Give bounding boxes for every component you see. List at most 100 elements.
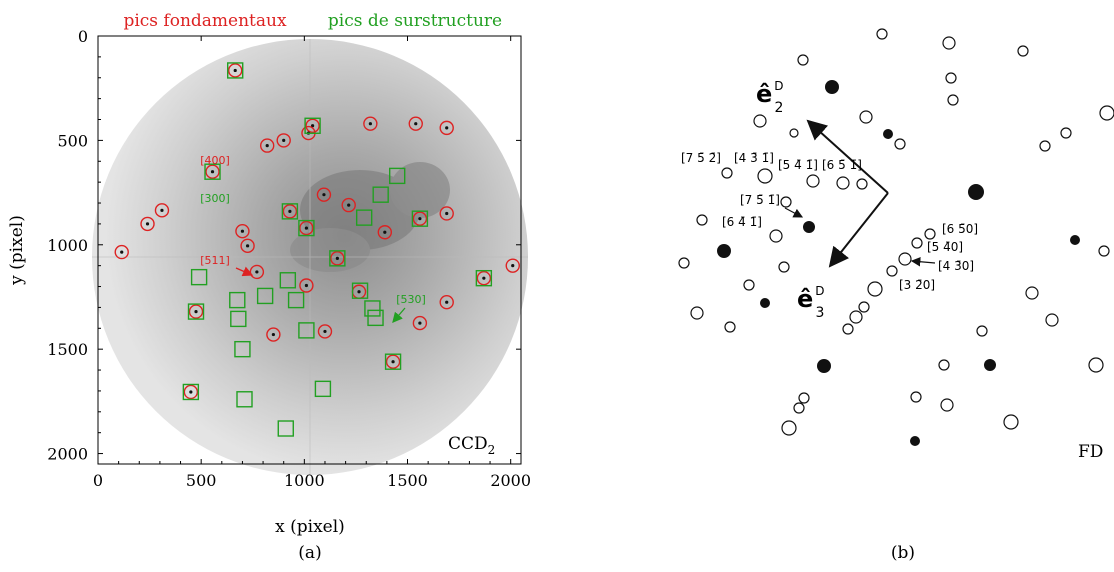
superstructure-peak-marker xyxy=(227,62,244,79)
fundamental-peak-marker xyxy=(316,187,332,202)
lattice-point-open xyxy=(793,402,805,414)
superstructure-peak-marker xyxy=(355,209,373,226)
superstructure-peak-marker xyxy=(204,163,221,180)
lattice-point-open xyxy=(938,359,950,371)
lattice-point-open xyxy=(757,168,773,184)
fundamental-peak-marker xyxy=(412,315,428,331)
fundamental-peak-marker xyxy=(377,225,393,240)
lattice-point-filled xyxy=(1070,235,1080,245)
lattice-point-open xyxy=(940,398,954,412)
lattice-point-open xyxy=(947,94,959,106)
lattice-point-open xyxy=(836,176,850,190)
bragg-spot xyxy=(304,226,309,230)
lattice-point-open xyxy=(1039,140,1051,152)
vector-e3-arrow xyxy=(828,192,889,268)
fundamental-peak-marker xyxy=(188,304,204,319)
plot-frame xyxy=(97,35,522,465)
lattice-point-open xyxy=(858,301,870,313)
lattice-point-open xyxy=(721,167,733,179)
lattice-point-filled xyxy=(968,184,984,200)
detector-image xyxy=(92,39,528,475)
bragg-spot xyxy=(240,229,245,233)
x-tick-label: 1500 xyxy=(387,471,428,490)
y-tick-label: 1000 xyxy=(47,236,88,255)
superstructure-peak-marker xyxy=(351,282,369,299)
lattice-point-open xyxy=(1045,313,1059,327)
miller-label: [6 5̄ 1̄] xyxy=(822,158,862,172)
bragg-spot xyxy=(323,329,327,334)
lattice-point-filled xyxy=(817,359,831,373)
fundamental-peak-marker xyxy=(282,204,298,219)
fundamental-peak-marker xyxy=(140,216,155,232)
lattice-point-open xyxy=(789,128,799,138)
lattice-point-filled xyxy=(984,359,996,371)
bragg-spot xyxy=(233,68,237,73)
superstructure-peak-marker xyxy=(229,291,246,309)
superstructure-peak-marker xyxy=(279,272,297,289)
bragg-spot xyxy=(271,332,275,337)
lattice-point-open xyxy=(690,306,704,320)
miller-label: [6 5̄0] xyxy=(942,222,978,236)
fundamental-peak-marker xyxy=(260,138,275,153)
lattice-point-open xyxy=(911,237,923,249)
fundamental-peak-marker xyxy=(228,63,243,78)
bragg-spot xyxy=(245,244,250,248)
x-tick-label: 1000 xyxy=(284,471,325,490)
superstructure-peak-marker xyxy=(287,291,305,309)
superstructure-peak-marker xyxy=(411,210,429,227)
x-tick-label: 2000 xyxy=(490,471,531,490)
bragg-spot xyxy=(383,230,387,234)
annotation-530: [530] xyxy=(396,293,426,306)
bragg-spot xyxy=(189,390,193,394)
bragg-spot xyxy=(445,211,449,216)
fundamental-peak-marker xyxy=(154,203,170,218)
bragg-spot xyxy=(145,222,150,226)
x-axis-label: x (pixel) xyxy=(275,517,345,537)
superstructure-peak-marker xyxy=(372,186,389,203)
bragg-spot xyxy=(445,300,449,304)
lattice-point-open xyxy=(1060,127,1072,139)
lattice-point-open xyxy=(859,110,873,124)
bragg-spot xyxy=(288,209,292,213)
lattice-point-open xyxy=(876,28,888,40)
fundamental-peak-marker xyxy=(385,354,401,369)
superstructure-peak-marker xyxy=(256,287,274,305)
superstructure-peak-marker xyxy=(475,269,493,287)
bragg-spot xyxy=(391,360,395,364)
miller-label: [5 4̄0] xyxy=(927,240,963,254)
lattice-point-open xyxy=(743,279,755,291)
lattice-point-open xyxy=(1088,357,1104,373)
fundamental-peak-marker xyxy=(299,278,314,293)
annotation-400: [400] xyxy=(200,154,230,167)
lattice-point-open xyxy=(1099,105,1114,121)
superstructure-peak-marker xyxy=(298,219,315,237)
lattice-point-open xyxy=(769,229,783,243)
superstructure-peak-marker xyxy=(329,250,346,267)
lattice-point-open xyxy=(678,257,690,269)
bragg-spot xyxy=(322,193,326,197)
fundamental-peak-marker xyxy=(114,244,129,260)
bragg-spot xyxy=(210,170,215,174)
fundamental-peak-marker xyxy=(299,220,314,236)
detector-label: CCD2 xyxy=(448,434,495,457)
lattice-point-open xyxy=(856,178,868,190)
fundamental-peak-marker xyxy=(476,270,492,286)
miller-label: [3 2̄0] xyxy=(899,278,935,292)
arrow-530 xyxy=(392,307,406,323)
superstructure-peak-marker xyxy=(187,303,205,320)
arrow-511 xyxy=(235,266,254,277)
lattice-point-open xyxy=(696,214,708,226)
fundamental-peak-marker xyxy=(305,118,320,133)
annotation-511: [511] xyxy=(200,254,230,267)
bragg-spot xyxy=(414,122,418,126)
fundamental-peak-marker xyxy=(439,206,454,221)
lattice-point-open xyxy=(798,392,810,404)
miller-label: [4 3̄ 1̄] xyxy=(734,151,774,165)
panel-a-label: (a) xyxy=(298,543,321,563)
miller-label: [6 4̄ 1̄] xyxy=(722,215,762,229)
fundamental-peak-marker xyxy=(363,116,378,131)
x-tick-label: 500 xyxy=(186,471,217,490)
superstructure-peak-marker xyxy=(182,383,200,401)
